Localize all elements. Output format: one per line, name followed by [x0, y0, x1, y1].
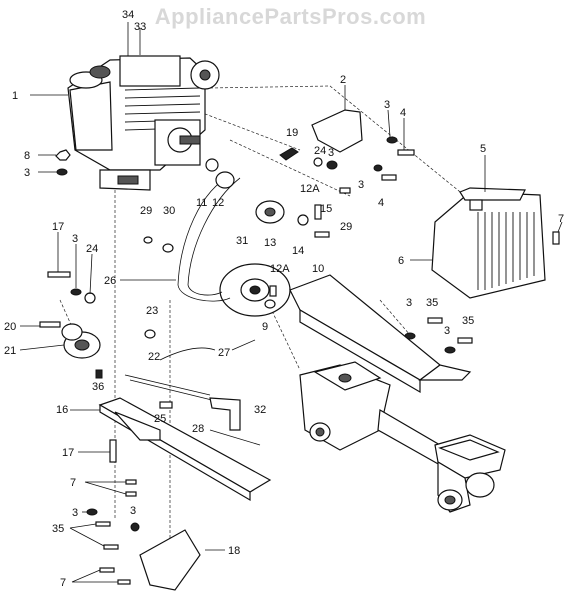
label-fuel-cap: 33 [134, 21, 146, 33]
label-screw-bottom: 7 [60, 577, 66, 589]
label-belt-guard: 6 [398, 255, 404, 267]
label-bracket: 2 [340, 74, 346, 86]
label-idler-key-mid: 12A [270, 263, 290, 275]
label-cap-screw-right2: 35 [462, 315, 474, 327]
label-frame: 10 [312, 263, 324, 275]
label-key: 11 [196, 197, 207, 209]
label-washer-left2: 3 [72, 233, 78, 245]
label-muffler: 34 [122, 9, 134, 21]
label-drive-pulley: 31 [236, 235, 248, 247]
hardware [39, 136, 560, 585]
label-screw-right: 7 [558, 213, 564, 225]
handle-mount [98, 397, 272, 502]
label-cap-screw-right: 35 [426, 297, 438, 309]
label-bolt-top: 4 [400, 107, 406, 119]
label-wheel-spacer-left: 24 [86, 243, 98, 255]
label-wheel: 21 [4, 345, 16, 357]
label-lock-washer: 30 [163, 205, 175, 217]
label-washer-top: 3 [384, 99, 390, 111]
label-hex-bolt-bottom: 17 [62, 447, 74, 459]
label-cotter-pin: 25 [154, 413, 166, 425]
label-washer-bottom: 3 [72, 507, 78, 519]
label-pulley-hub: 12 [212, 197, 224, 209]
label-belt-guard-top: 5 [480, 143, 486, 155]
belt-guard [431, 187, 546, 299]
label-idler-spring: 27 [218, 347, 230, 359]
label-washer-mid: 3 [328, 147, 334, 159]
label-clip: 36 [92, 381, 104, 393]
label-shoulder-bolt: 15 [320, 203, 332, 215]
linkage [124, 339, 261, 446]
tine-shield [139, 529, 201, 591]
label-linkage-rod: 22 [148, 351, 160, 363]
label-idler-pulley: 13 [264, 237, 276, 249]
label-hex-bolt-top: 17 [52, 221, 64, 233]
label-spacer: 9 [262, 321, 268, 333]
label-cap-screw-left: 35 [52, 523, 64, 535]
belt-drive [177, 158, 309, 317]
engine [67, 55, 220, 191]
leader-lines [19, 22, 563, 583]
label-engine: 1 [12, 90, 18, 102]
label-washer-right2: 3 [444, 325, 450, 337]
label-idler-key-top: 12A [300, 183, 320, 195]
label-washer-mid2: 3 [358, 179, 364, 191]
label-lever-bracket: 32 [254, 404, 266, 416]
label-screw-mid: 7 [70, 477, 76, 489]
label-v-belt: 26 [104, 275, 116, 287]
label-handle-mount: 16 [56, 404, 68, 416]
label-pivot-rod: 28 [192, 423, 204, 435]
label-washer-right: 3 [406, 297, 412, 309]
label-carriage-bolt-left: 29 [140, 205, 152, 217]
label-washer-left: 3 [24, 167, 30, 179]
label-nut: 8 [24, 150, 30, 162]
transmission [299, 361, 506, 513]
label-washer-bottom2: 3 [130, 505, 136, 517]
label-carriage-bolt-right: 29 [340, 221, 352, 233]
fuel-cap-icon [89, 65, 111, 79]
part-labels: 1 34 33 2 3 4 5 7 6 8 3 19 24 3 3 4 12A … [4, 9, 564, 589]
label-lock-nut: 23 [146, 305, 158, 317]
watermark-text: AppliancePartsPros.com [154, 4, 427, 29]
label-roller-bolt: 20 [4, 321, 16, 333]
label-flat-washer: 14 [292, 245, 304, 257]
label-tine-shield: 18 [228, 545, 240, 557]
label-wheel-spacer-top: 24 [314, 145, 326, 157]
label-spring: 19 [286, 127, 298, 139]
frame [289, 274, 472, 394]
label-bolt-mid: 4 [378, 197, 384, 209]
